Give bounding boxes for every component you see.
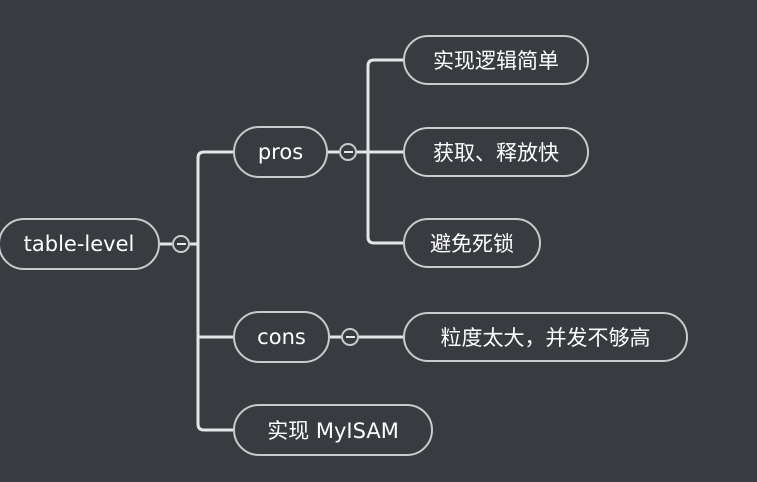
pros-node[interactable]: pros [233, 126, 328, 178]
pros-leaf-node[interactable]: 获取、释放快 [403, 127, 589, 177]
cons-leaf-node[interactable]: 粒度太大，并发不够高 [403, 312, 688, 362]
connector-root-trunk [196, 150, 233, 432]
leaf-label: 实现逻辑简单 [433, 49, 559, 73]
cons-collapse-button[interactable] [341, 328, 359, 346]
pros-node-label: pros [257, 140, 304, 164]
cons-node-label: cons [257, 325, 306, 349]
connector-pros-trunk [366, 58, 403, 245]
cons-node[interactable]: cons [233, 311, 330, 363]
implementation-node-label: 实现 MyISAM [267, 419, 399, 443]
pros-leaf-node[interactable]: 实现逻辑简单 [403, 35, 589, 85]
leaf-label: 粒度太大，并发不够高 [440, 326, 651, 350]
root-node[interactable]: table-level [0, 218, 160, 270]
root-collapse-button[interactable] [172, 235, 190, 253]
pros-collapse-button[interactable] [339, 143, 357, 161]
minus-circle-icon [345, 336, 355, 338]
leaf-label: 避免死锁 [430, 232, 514, 256]
leaf-label: 获取、释放快 [433, 141, 559, 165]
root-node-label: table-level [23, 232, 135, 256]
minus-circle-icon [176, 243, 186, 245]
pros-leaf-node[interactable]: 避免死锁 [403, 218, 541, 268]
minus-circle-icon [343, 151, 353, 153]
implementation-node[interactable]: 实现 MyISAM [233, 404, 433, 456]
